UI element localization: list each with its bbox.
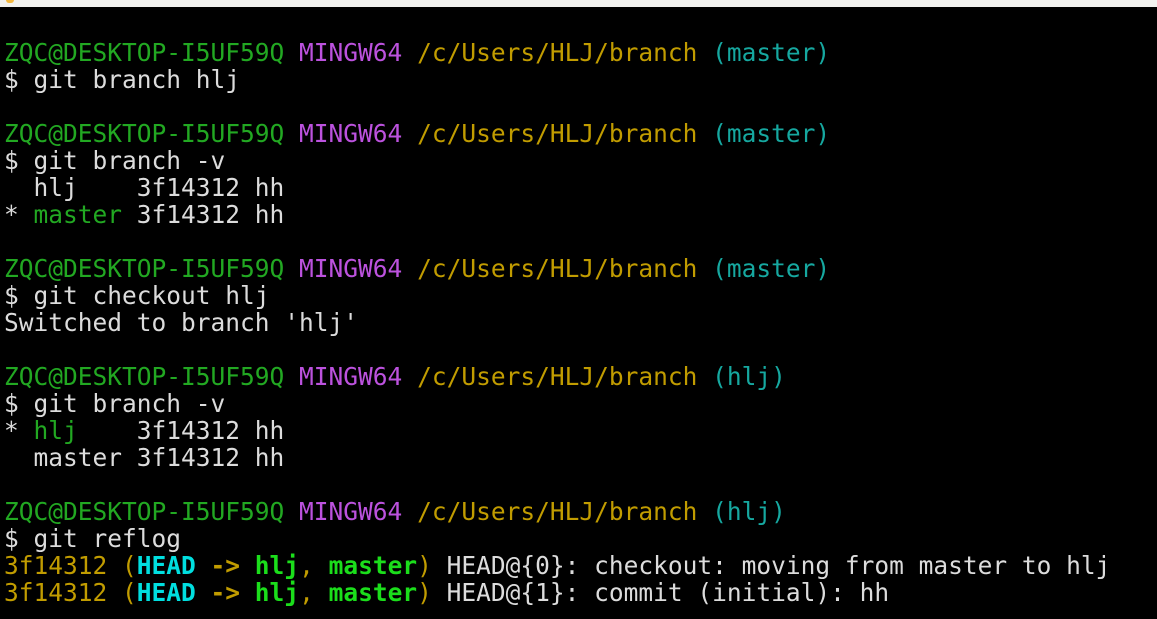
arrow: -> — [195, 578, 255, 607]
branch-name: master — [328, 578, 418, 607]
branch-list-row: master 3f14312 hh — [4, 443, 285, 472]
terminal-line — [4, 471, 1153, 498]
prompt-user-host: ZQC@DESKTOP-I5UF59Q — [4, 119, 285, 148]
text-segment: ) — [417, 551, 447, 580]
prompt-path: /c/Users/HLJ/branch — [417, 254, 698, 283]
terminal-line: $ git reflog — [4, 525, 1153, 552]
text-segment — [284, 497, 299, 526]
prompt-env: MINGW64 — [299, 362, 403, 391]
terminal-line: ZQC@DESKTOP-I5UF59Q MINGW64 /c/Users/HLJ… — [4, 255, 1153, 282]
prompt-path: /c/Users/HLJ/branch — [417, 38, 698, 67]
prompt-branch: (master) — [712, 38, 831, 67]
arrow: -> — [195, 551, 255, 580]
text-segment — [402, 38, 417, 67]
branch-name: master — [328, 551, 418, 580]
prompt-branch: (hlj) — [712, 362, 786, 391]
terminal-line — [4, 228, 1153, 255]
prompt-branch: (master) — [712, 254, 831, 283]
branch-list-row: 3f14312 hh — [77, 416, 285, 445]
branch-name: hlj — [254, 551, 300, 580]
prompt-user-host: ZQC@DESKTOP-I5UF59Q — [4, 38, 285, 67]
terminal-line: ZQC@DESKTOP-I5UF59Q MINGW64 /c/Users/HLJ… — [4, 363, 1153, 390]
prompt-path: /c/Users/HLJ/branch — [417, 497, 698, 526]
terminal-line: ZQC@DESKTOP-I5UF59Q MINGW64 /c/Users/HLJ… — [4, 120, 1153, 147]
terminal-line: master 3f14312 hh — [4, 444, 1153, 471]
text-segment — [402, 119, 417, 148]
head-ref: HEAD — [136, 551, 196, 580]
command-text: $ git reflog — [4, 524, 182, 553]
terminal-line: * hlj 3f14312 hh — [4, 417, 1153, 444]
text-segment: , — [299, 578, 329, 607]
branch-name: hlj — [33, 416, 78, 445]
command-text: $ git branch -v — [4, 389, 226, 418]
terminal-line: ZQC@DESKTOP-I5UF59Q MINGW64 /c/Users/HLJ… — [4, 498, 1153, 525]
current-branch-marker: * — [4, 200, 34, 229]
text-segment — [284, 254, 299, 283]
terminal-line: 3f14312 (HEAD -> hlj, master) HEAD@{1}: … — [4, 579, 1153, 606]
text-segment — [402, 497, 417, 526]
terminal-screen[interactable]: ZQC@DESKTOP-I5UF59Q MINGW64 /c/Users/HLJ… — [0, 7, 1153, 619]
prompt-env: MINGW64 — [299, 254, 403, 283]
text-segment — [402, 254, 417, 283]
output-text: Switched to branch 'hlj' — [4, 308, 359, 337]
terminal-line: $ git branch -v — [4, 390, 1153, 417]
terminal-line: * master 3f14312 hh — [4, 201, 1153, 228]
titlebar-artifact — [6, 0, 14, 3]
prompt-path: /c/Users/HLJ/branch — [417, 362, 698, 391]
terminal-line: 3f14312 (HEAD -> hlj, master) HEAD@{0}: … — [4, 552, 1153, 579]
command-text: $ git branch hlj — [4, 65, 241, 94]
current-branch-marker: * — [4, 416, 34, 445]
commit-sha: 3f14312 ( — [4, 578, 137, 607]
prompt-user-host: ZQC@DESKTOP-I5UF59Q — [4, 497, 285, 526]
terminal-line — [4, 336, 1153, 363]
text-segment — [697, 362, 712, 391]
branch-name: master — [33, 200, 123, 229]
reflog-entry: HEAD@{0}: checkout: moving from master t… — [446, 551, 1111, 580]
terminal-line: Switched to branch 'hlj' — [4, 309, 1153, 336]
prompt-branch: (hlj) — [712, 497, 786, 526]
text-segment — [402, 362, 417, 391]
command-text: $ git checkout hlj — [4, 281, 270, 310]
reflog-entry: HEAD@{1}: commit (initial): hh — [446, 578, 890, 607]
text-segment — [697, 254, 712, 283]
terminal-line: ZQC@DESKTOP-I5UF59Q MINGW64 /c/Users/HLJ… — [4, 39, 1153, 66]
text-segment: ) — [417, 578, 447, 607]
branch-list-row: 3f14312 hh — [122, 200, 285, 229]
branch-name: hlj — [254, 578, 300, 607]
terminal-line: $ git checkout hlj — [4, 282, 1153, 309]
text-segment — [697, 38, 712, 67]
text-segment — [284, 38, 299, 67]
terminal-line: $ git branch hlj — [4, 66, 1153, 93]
window-top-edge — [0, 0, 1157, 7]
text-segment — [284, 362, 299, 391]
text-segment — [697, 497, 712, 526]
text-segment — [697, 119, 712, 148]
terminal-line — [4, 93, 1153, 120]
terminal-line: $ git branch -v — [4, 147, 1153, 174]
commit-sha: 3f14312 ( — [4, 551, 137, 580]
text-segment — [284, 119, 299, 148]
prompt-user-host: ZQC@DESKTOP-I5UF59Q — [4, 254, 285, 283]
prompt-branch: (master) — [712, 119, 831, 148]
terminal-line: hlj 3f14312 hh — [4, 174, 1153, 201]
branch-list-row: hlj 3f14312 hh — [4, 173, 285, 202]
prompt-path: /c/Users/HLJ/branch — [417, 119, 698, 148]
prompt-env: MINGW64 — [299, 38, 403, 67]
prompt-env: MINGW64 — [299, 119, 403, 148]
prompt-user-host: ZQC@DESKTOP-I5UF59Q — [4, 362, 285, 391]
prompt-env: MINGW64 — [299, 497, 403, 526]
text-segment: , — [299, 551, 329, 580]
head-ref: HEAD — [136, 578, 196, 607]
command-text: $ git branch -v — [4, 146, 226, 175]
